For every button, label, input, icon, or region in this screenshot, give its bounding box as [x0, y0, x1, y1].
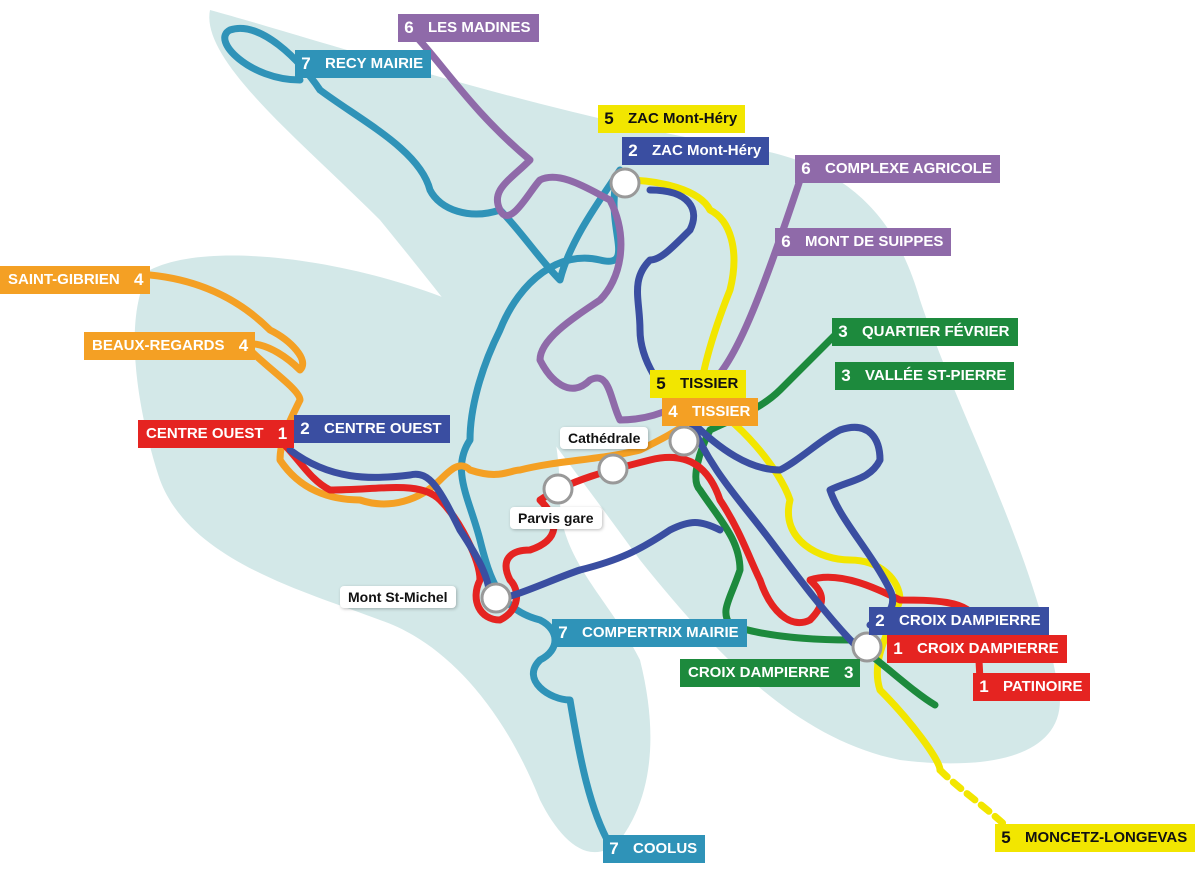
terminal-name: CROIX DAMPIERRE — [891, 607, 1049, 635]
line-badge: 4 — [232, 332, 255, 360]
terminal-croix-dampierre-3: 3 CROIX DAMPIERRE — [680, 659, 860, 687]
terminal-name: COMPLEXE AGRICOLE — [817, 155, 1000, 183]
line-badge: 4 — [662, 398, 684, 426]
terminal-name: ZAC Mont-Héry — [620, 105, 746, 133]
route-line-7 — [221, 25, 624, 849]
line-badge: 5 — [650, 370, 672, 398]
terminal-name: CENTRE OUEST — [316, 415, 450, 443]
line-badge: 1 — [271, 420, 294, 448]
station-circle-parvis-gare — [542, 473, 574, 505]
terminal-recy-mairie: 7 RECY MAIRIE — [295, 50, 432, 78]
terminal-name: QUARTIER FÉVRIER — [854, 318, 1018, 346]
terminal-name: TISSIER — [684, 398, 759, 426]
terminal-les-madines: 6 LES MADINES — [398, 14, 539, 42]
station-circle-zac — [609, 167, 641, 199]
terminal-name: LES MADINES — [420, 14, 539, 42]
terminal-compertrix-mairie: 7 COMPERTRIX MAIRIE — [552, 619, 747, 647]
terminal-name: ZAC Mont-Héry — [644, 137, 770, 165]
terminal-complexe-agricole: 6 COMPLEXE AGRICOLE — [795, 155, 1000, 183]
line-badge: 5 — [598, 105, 620, 133]
terminal-name: VALLÉE ST-PIERRE — [857, 362, 1015, 390]
terminal-zac-mont-hery-5: 5 ZAC Mont-Héry — [598, 105, 746, 133]
station-circle-croix-dampierre — [851, 631, 883, 663]
terminal-patinoire: 1 PATINOIRE — [973, 673, 1091, 701]
line-badge: 7 — [295, 50, 317, 78]
terminal-centre-ouest-1: 1 CENTRE OUEST — [138, 420, 294, 448]
line-badge: 2 — [622, 137, 644, 165]
terminal-tissier-5: 5 TISSIER — [650, 370, 747, 398]
zone-south — [134, 255, 651, 853]
line-badge: 3 — [832, 318, 854, 346]
terminal-quartier-fevrier: 3 QUARTIER FÉVRIER — [832, 318, 1018, 346]
terminal-name: COOLUS — [625, 835, 706, 863]
route-line-4 — [146, 271, 694, 508]
terminal-name: PATINOIRE — [995, 673, 1091, 701]
terminal-saint-gibrien: 4 SAINT-GIBRIEN — [0, 266, 150, 294]
station-label-parvis-gare: Parvis gare — [510, 507, 602, 529]
line-badge: 4 — [127, 266, 150, 294]
terminal-moncetz-longevas: 5 MONCETZ-LONGEVAS — [995, 824, 1196, 852]
terminal-centre-ouest-2: 2 CENTRE OUEST — [294, 415, 450, 443]
terminal-name: CENTRE OUEST — [138, 420, 272, 448]
line-badge: 2 — [294, 415, 316, 443]
terminal-coolus: 7 COOLUS — [603, 835, 706, 863]
terminal-name: SAINT-GIBRIEN — [0, 266, 128, 294]
terminal-name: TISSIER — [672, 370, 747, 398]
station-label-mont-st-michel: Mont St-Michel — [340, 586, 456, 608]
line-badge: 3 — [837, 659, 860, 687]
terminal-vallee-st-pierre: 3 VALLÉE ST-PIERRE — [835, 362, 1015, 390]
station-label-cathedrale: Cathédrale — [560, 427, 649, 449]
terminal-name: RECY MAIRIE — [317, 50, 432, 78]
line-badge: 2 — [869, 607, 891, 635]
line-badge: 1 — [887, 635, 909, 663]
terminal-mont-de-suippes: 6 MONT DE SUIPPES — [775, 228, 952, 256]
terminal-name: BEAUX-REGARDS — [84, 332, 233, 360]
terminal-zac-mont-hery-2: 2 ZAC Mont-Héry — [622, 137, 770, 165]
line-badge: 7 — [603, 835, 625, 863]
zone-north — [209, 10, 1061, 764]
line-badge: 6 — [398, 14, 420, 42]
terminal-tissier-4: 4 TISSIER — [662, 398, 759, 426]
station-circle-cathedrale — [668, 425, 700, 457]
station-circle-mid — [597, 453, 629, 485]
route-line-5 — [621, 176, 944, 774]
terminal-croix-dampierre-2: 2 CROIX DAMPIERRE — [869, 607, 1049, 635]
line-badge: 5 — [995, 824, 1017, 852]
station-circle-mont-st-michel — [480, 582, 512, 614]
line-badge: 3 — [835, 362, 857, 390]
line-badge: 7 — [552, 619, 574, 647]
route-line-2 — [286, 186, 896, 654]
terminal-croix-dampierre-1: 1 CROIX DAMPIERRE — [887, 635, 1067, 663]
terminal-name: MONT DE SUIPPES — [797, 228, 952, 256]
terminal-name: MONCETZ-LONGEVAS — [1017, 824, 1196, 852]
terminal-name: CROIX DAMPIERRE — [680, 659, 838, 687]
line-badge: 6 — [795, 155, 817, 183]
line-badge: 6 — [775, 228, 797, 256]
line-badge: 1 — [973, 673, 995, 701]
terminal-name: COMPERTRIX MAIRIE — [574, 619, 747, 647]
route-line-5-dashed — [936, 766, 1014, 834]
terminal-beaux-regards: 4 BEAUX-REGARDS — [84, 332, 255, 360]
terminal-name: CROIX DAMPIERRE — [909, 635, 1067, 663]
